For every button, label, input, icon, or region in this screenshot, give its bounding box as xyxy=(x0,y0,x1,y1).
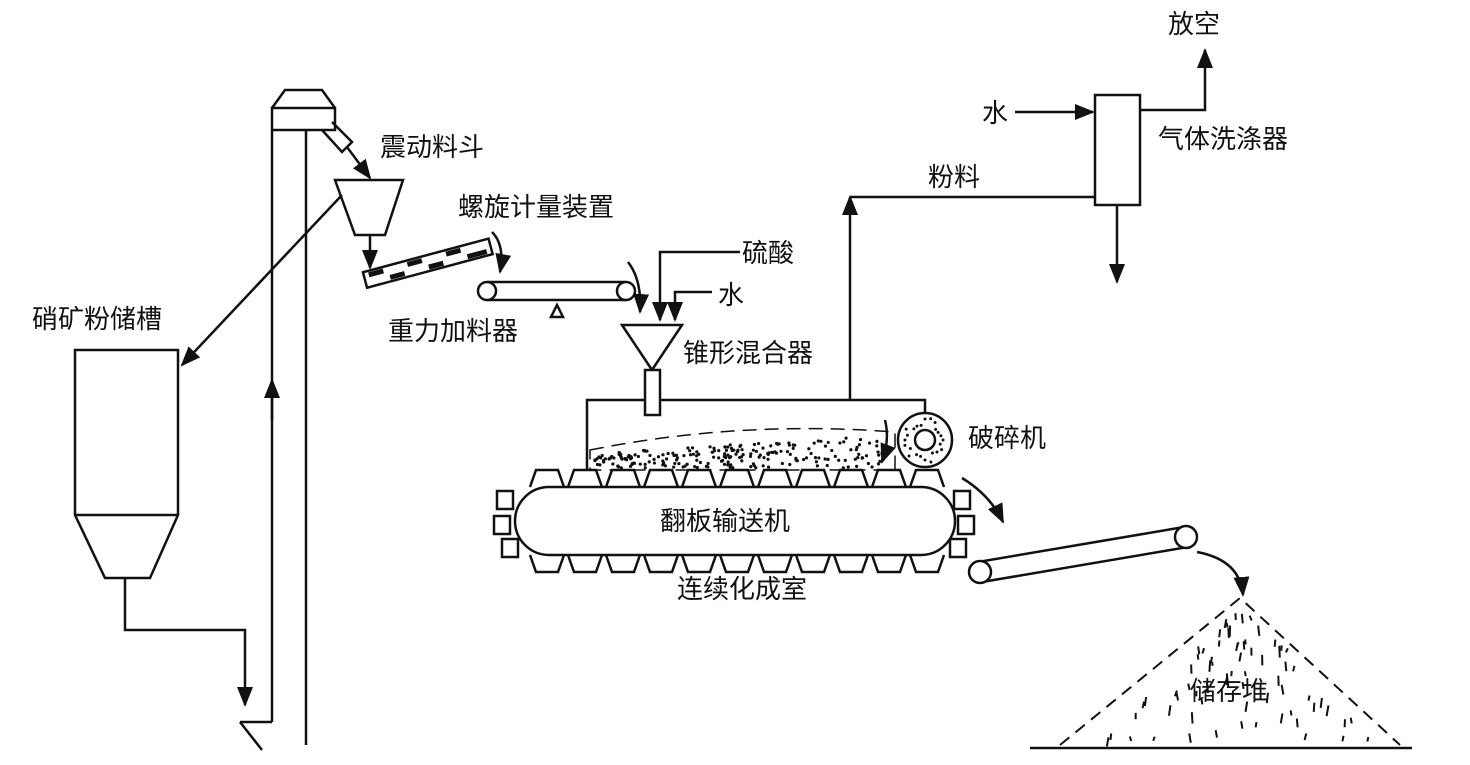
label-cone-mixer: 锥形混合器 xyxy=(683,339,813,369)
crusher xyxy=(896,411,954,469)
label-curing-chamber: 连续化成室 xyxy=(677,575,807,605)
label-sulfuric-acid: 硫酸 xyxy=(742,239,794,269)
label-gas-scrubber: 气体洗涤器 xyxy=(1158,125,1288,155)
vibrating-hopper xyxy=(180,178,405,367)
curing-chamber xyxy=(585,195,1095,471)
label-water-top: 水 xyxy=(982,99,1008,129)
sulfuric-acid-line xyxy=(652,250,740,322)
cone-mixer xyxy=(619,323,685,417)
screw-metering-device xyxy=(361,237,495,290)
label-screw-metering: 螺旋计量装置 xyxy=(458,193,614,223)
water-line xyxy=(667,290,712,322)
gas-scrubber xyxy=(1015,48,1213,284)
flap-conveyor xyxy=(492,468,976,574)
label-gravity-feeder: 重力加料器 xyxy=(388,317,518,347)
label-vibrating-hopper: 震动料斗 xyxy=(380,133,484,163)
label-storage-pile: 储存堆 xyxy=(1190,677,1268,707)
label-crusher: 破碎机 xyxy=(968,424,1046,454)
label-ore-tank: 硝矿粉储槽 xyxy=(32,305,162,335)
label-flap-conveyor: 翻板输送机 xyxy=(660,507,790,537)
label-water-mixer: 水 xyxy=(718,281,744,311)
label-vent: 放空 xyxy=(1168,10,1220,40)
discharge-belt xyxy=(961,476,1250,597)
ore-storage-tank xyxy=(73,348,253,707)
gravity-feeder xyxy=(476,261,650,319)
label-powder: 粉料 xyxy=(928,163,980,193)
storage-pile xyxy=(1030,596,1412,750)
